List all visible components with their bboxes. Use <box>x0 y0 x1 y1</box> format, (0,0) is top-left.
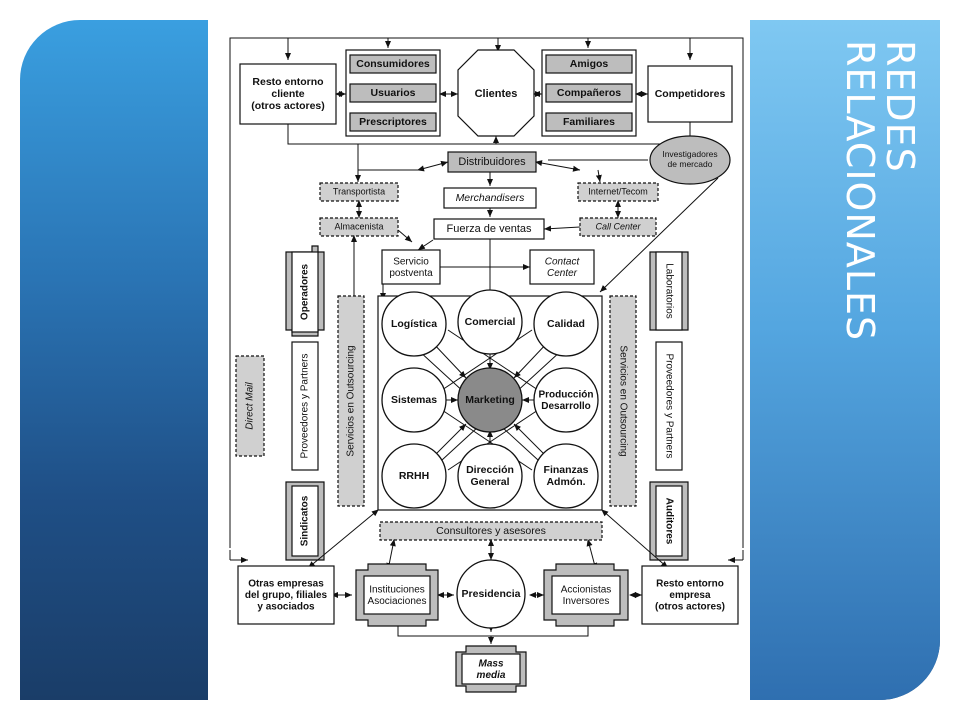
left-verticals: Operadores Proveedores y Partners Servic… <box>235 245 365 561</box>
left-group: Consumidores Usuarios Prescriptores <box>349 54 437 132</box>
merchandisers-label: Merchandisers <box>456 192 526 204</box>
circle-label-2: Calidad <box>547 318 585 330</box>
clientes-octagon <box>457 49 535 137</box>
contact-center-box <box>529 249 595 285</box>
circle-label-4: Marketing <box>465 394 515 406</box>
proveedores-left-label: Proveedores y Partners <box>300 353 311 458</box>
circle-label-0: Logística <box>391 318 437 330</box>
proveedores-right-label: Proveedores y Partners <box>663 353 674 458</box>
right-group-item-1: Compañeros <box>557 87 621 99</box>
competidores-box <box>647 65 733 123</box>
right-group-item-0: Amigos <box>570 58 609 70</box>
clientes-label: Clientes <box>475 88 518 100</box>
left-group-item-0: Consumidores <box>356 58 430 70</box>
right-group-item-2: Familiares <box>563 116 615 128</box>
laboratorios-label: Laboratorios <box>663 263 674 319</box>
fuerza-ventas-label: Fuerza de ventas <box>447 223 532 235</box>
circle-label-6: RRHH <box>399 470 429 482</box>
auditores-label: Auditores <box>663 498 674 545</box>
direct-mail-label: Direct Mail <box>245 382 256 430</box>
marketing-circle <box>457 367 523 433</box>
almacenista-label: Almacenista <box>334 221 383 231</box>
left-group-item-1: Usuarios <box>371 87 416 99</box>
department-circles: Logística Comercial Calidad Sistemas Mar… <box>381 289 599 509</box>
background-accent-panel <box>745 20 940 700</box>
presidencia-circle <box>456 559 526 629</box>
outer-connector-lines <box>229 37 744 563</box>
call-center-label: Call Center <box>595 221 641 231</box>
otras-empresas-box <box>237 565 335 625</box>
outsourcing-right-label: Servicios en Outsourcing <box>617 345 628 456</box>
consultores-label: Consultores y asesores <box>436 525 546 537</box>
left-group-item-2: Prescriptores <box>359 116 427 128</box>
accionistas-box <box>551 575 621 615</box>
top-connectors <box>287 91 691 183</box>
distribuidores-label: Distribuidores <box>458 156 526 168</box>
sindicatos-label: Sindicatos <box>300 495 311 546</box>
slide-title: REDES RELACIONALES <box>838 40 922 342</box>
instituciones-box <box>363 575 431 615</box>
circle-label-1: Comercial <box>465 316 516 328</box>
presidencia-label: Presidencia <box>462 588 521 600</box>
outsourcing-left-label: Servicios en Outsourcing <box>346 345 357 456</box>
servicio-postventa-box <box>381 249 441 285</box>
right-group: Amigos Compañeros Familiares <box>545 54 633 132</box>
almacenista-box <box>319 217 399 237</box>
competidores-label: Competidores <box>655 88 726 100</box>
right-verticals: Laboratorios Proveedores y Partners Serv… <box>609 251 689 561</box>
circle-label-3: Sistemas <box>391 394 437 406</box>
operadores-label: Operadores <box>300 263 311 320</box>
transportista-label: Transportista <box>333 186 385 196</box>
mass-media-box <box>461 653 521 685</box>
investigadores-ellipse <box>649 135 731 185</box>
resto-empresa-box <box>641 565 739 625</box>
internet-label: Internet/Tecom <box>588 186 648 196</box>
